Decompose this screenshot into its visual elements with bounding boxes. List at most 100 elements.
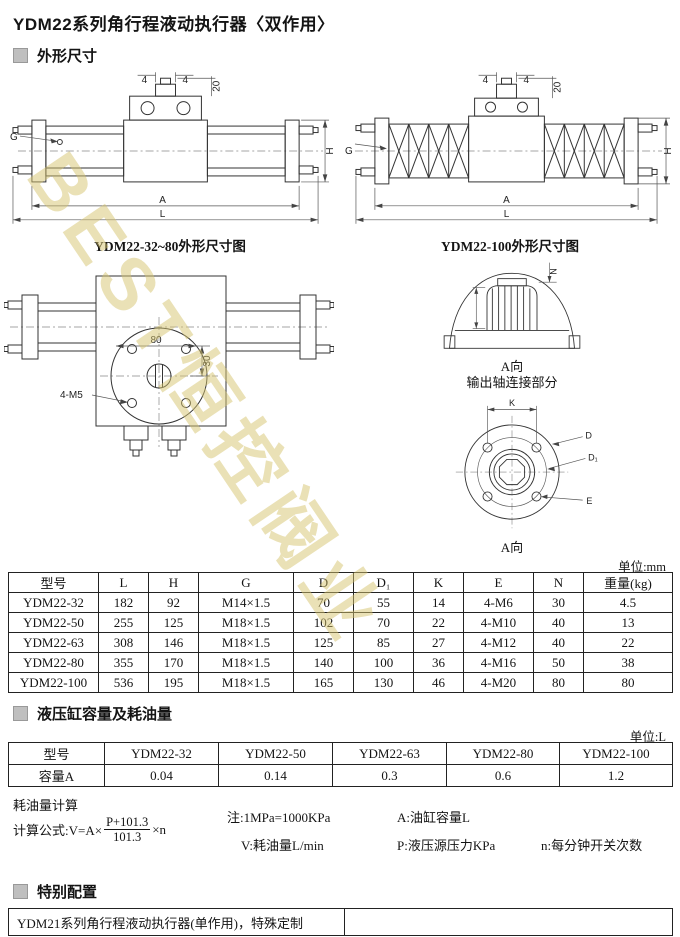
special-config-table: YDM21系列角行程液动执行器(单作用)，特殊定制 xyxy=(8,908,673,936)
table-cell: 容量A xyxy=(8,764,105,787)
section-capacity-label: 液压缸容量及耗油量 xyxy=(37,706,173,723)
page-title: YDM22系列角行程液动执行器〈双作用〉 xyxy=(13,15,335,34)
drawing-shaft-dome: N xyxy=(443,262,581,349)
calc-note: 注:1MPa=1000KPa xyxy=(227,810,331,825)
table-cell: YDM22-32 xyxy=(104,742,219,765)
table-cell: 38 xyxy=(583,652,673,673)
section-special-label: 特别配置 xyxy=(37,884,98,901)
label-g: G xyxy=(345,146,353,157)
table-cell: YDM22-50 xyxy=(218,742,333,765)
table-cell: YDM22-100 xyxy=(559,742,673,765)
table-cell: 36 xyxy=(413,652,464,673)
table-cell: 140 xyxy=(293,652,354,673)
mid-drawings-row: 80 30 4-M5 xyxy=(0,259,680,556)
header-cell: N xyxy=(533,572,584,593)
table-cell: M18×1.5 xyxy=(198,612,294,633)
header-cell: G xyxy=(198,572,294,593)
caption-right: YDM22-100外形尺寸图 xyxy=(441,239,579,254)
label-30: 30 xyxy=(202,355,213,367)
label-k: K xyxy=(509,398,515,408)
label-h: H xyxy=(663,147,674,154)
section-outline-dims: 外形尺寸 xyxy=(13,45,680,66)
calc-p-label: P:液压源压力KPa xyxy=(397,838,496,853)
formula-fraction: P+101.3 101.3 xyxy=(104,815,151,845)
label-e: E xyxy=(586,496,592,506)
table-cell: YDM22-32 xyxy=(8,592,99,613)
fraction-numerator: P+101.3 xyxy=(104,815,151,831)
label-l: L xyxy=(504,209,510,220)
table-cell: 80 xyxy=(533,672,584,693)
table-cell: YDM22-80 xyxy=(446,742,560,765)
formula-prefix: 计算公式:V=A× xyxy=(13,823,103,839)
label-20: 20 xyxy=(552,81,563,93)
unit-label-mm: 单位:mm xyxy=(618,560,666,574)
mid-right-column: N A向 输出轴连接部分 K D xyxy=(392,259,632,556)
section-marker-icon xyxy=(13,706,28,721)
table-cell: 70 xyxy=(353,612,414,633)
table-cell: 13 xyxy=(583,612,673,633)
header-cell: D₁ xyxy=(353,572,414,593)
table-cell: 170 xyxy=(148,652,199,673)
label-d1: D₁ xyxy=(588,452,598,462)
table-cell: 14 xyxy=(413,592,464,613)
label-80: 80 xyxy=(150,335,162,346)
table-cell: 30 xyxy=(533,592,584,613)
drawing-ydm22-100: G 4 4 20 H A L xyxy=(345,72,674,224)
label-4-m5: 4-M5 xyxy=(60,390,83,401)
table-cell: 130 xyxy=(353,672,414,693)
calc-title: 耗油量计算 xyxy=(13,798,79,813)
top-drawings-row: G 4 4 20 H A L xyxy=(6,70,676,235)
header-cell: E xyxy=(463,572,534,593)
table-cell: YDM22-63 xyxy=(332,742,447,765)
dome-caption-shaft: 输出轴连接部分 xyxy=(466,375,558,390)
label-4b: 4 xyxy=(523,75,529,86)
flange-caption-a-view: A向 xyxy=(500,540,524,555)
label-n: N xyxy=(549,268,559,274)
table-cell: 0.6 xyxy=(446,764,560,787)
calc-a-label: A:油缸容量L xyxy=(397,810,470,825)
label-20: 20 xyxy=(211,80,222,92)
table-cell: 92 xyxy=(148,592,199,613)
section-marker-icon xyxy=(13,884,28,899)
table-cell: 536 xyxy=(98,672,149,693)
label-4a: 4 xyxy=(483,75,489,86)
label-d: D xyxy=(585,431,592,441)
table-cell: 102 xyxy=(293,612,354,633)
special-config-cell: YDM21系列角行程液动执行器(单作用)，特殊定制 xyxy=(8,908,345,936)
header-cell: L xyxy=(98,572,149,593)
table-cell: 4-M10 xyxy=(463,612,534,633)
table-cell: YDM22-63 xyxy=(8,632,99,653)
table-cell: YDM22-80 xyxy=(8,652,99,673)
header-cell: 重量(kg) xyxy=(583,572,673,593)
table-cell: 4-M16 xyxy=(463,652,534,673)
table-cell: 0.3 xyxy=(332,764,447,787)
table-cell: 型号 xyxy=(8,742,105,765)
drawing-ydm22-32-80: G 4 4 20 H A L xyxy=(10,72,335,224)
label-a: A xyxy=(159,195,166,206)
section-capacity: 液压缸容量及耗油量 xyxy=(13,703,680,724)
table-cell: 355 xyxy=(98,652,149,673)
table-cell: YDM22-50 xyxy=(8,612,99,633)
dome-caption-a-view: A向 xyxy=(500,359,524,374)
table-cell: 46 xyxy=(413,672,464,693)
drawing-front-view: 80 30 4-M5 xyxy=(4,275,334,457)
label-g: G xyxy=(10,132,18,143)
table-cell: 0.14 xyxy=(218,764,333,787)
oil-consumption-calc: 耗油量计算 计算公式:V=A× P+101.3 101.3 ×n 注:1MPa=… xyxy=(13,795,680,871)
unit-label-l: 单位:L xyxy=(629,730,666,744)
table-cell: YDM22-100 xyxy=(8,672,99,693)
header-cell: 型号 xyxy=(8,572,99,593)
table-cell: 27 xyxy=(413,632,464,653)
drawing-captions: YDM22-32~80外形尺寸图 YDM22-100外形尺寸图 xyxy=(0,235,680,254)
header-cell: K xyxy=(413,572,464,593)
formula-suffix: ×n xyxy=(152,821,167,837)
label-l: L xyxy=(160,209,166,220)
